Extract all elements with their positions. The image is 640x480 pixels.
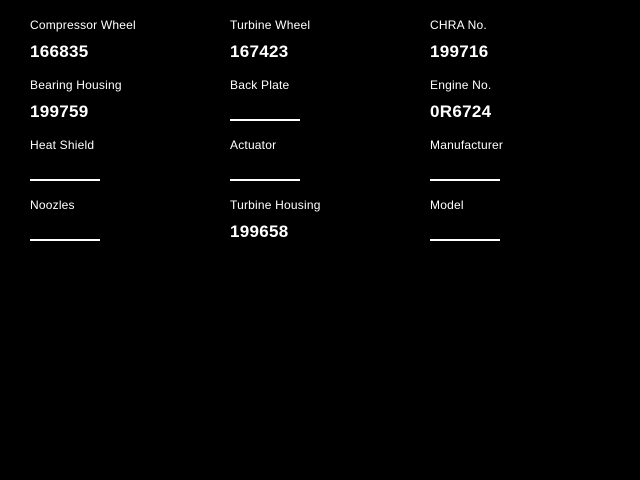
field-value: 199716 xyxy=(430,42,489,61)
field-label: Back Plate xyxy=(230,78,290,92)
field-turbine-housing: Turbine Housing 199658 xyxy=(230,198,430,258)
field-label: Turbine Housing xyxy=(230,198,321,212)
field-value: 166835 xyxy=(30,42,89,61)
field-compressor-wheel: Compressor Wheel 166835 xyxy=(30,18,230,78)
field-bearing-housing: Bearing Housing 199759 xyxy=(30,78,230,138)
fields-grid: Compressor Wheel 166835 Turbine Wheel 16… xyxy=(30,18,630,258)
field-label: Manufacturer xyxy=(430,138,504,152)
field-label: Engine No. xyxy=(430,78,492,92)
field-value xyxy=(230,101,430,123)
field-value xyxy=(30,161,230,183)
field-value: 199759 xyxy=(30,102,89,121)
field-label: Turbine Wheel xyxy=(230,18,311,32)
field-value xyxy=(230,161,430,183)
field-chra-no: CHRA No. 199716 xyxy=(430,18,630,78)
field-label: Actuator xyxy=(230,138,277,152)
field-label: Compressor Wheel xyxy=(30,18,136,32)
field-label: Heat Shield xyxy=(30,138,95,152)
field-turbine-wheel: Turbine Wheel 167423 xyxy=(230,18,430,78)
field-model: Model xyxy=(430,198,630,258)
field-value xyxy=(430,221,630,243)
field-heat-shield: Heat Shield xyxy=(30,138,230,198)
field-value: 167423 xyxy=(230,42,289,61)
field-value: 0R6724 xyxy=(430,102,492,121)
field-manufacturer: Manufacturer xyxy=(430,138,630,198)
field-label: Noozles xyxy=(30,198,75,212)
field-value xyxy=(30,221,230,243)
field-back-plate: Back Plate xyxy=(230,78,430,138)
field-engine-no: Engine No. 0R6724 xyxy=(430,78,630,138)
field-actuator: Actuator xyxy=(230,138,430,198)
field-value: 199658 xyxy=(230,222,289,241)
field-label: Bearing Housing xyxy=(30,78,122,92)
field-noozles: Noozles xyxy=(30,198,230,258)
field-label: Model xyxy=(430,198,464,212)
field-value xyxy=(430,161,630,183)
field-label: CHRA No. xyxy=(430,18,487,32)
